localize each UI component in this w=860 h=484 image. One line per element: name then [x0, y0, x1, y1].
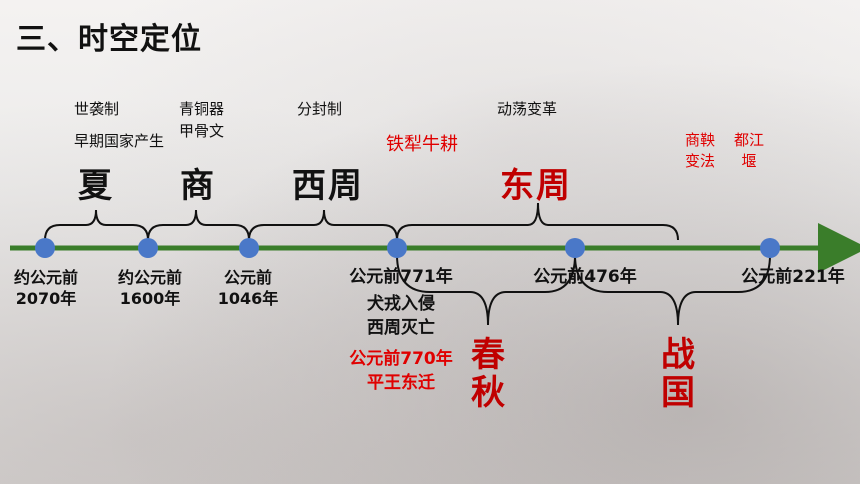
- period-xia: 夏: [78, 166, 114, 206]
- date-476bc: 公元前476年: [533, 267, 637, 287]
- note-enfeoffment: 分封制: [297, 100, 343, 118]
- timeline-node-1046bc: [239, 238, 259, 258]
- date-1600bc: 约公元前 1600年: [117, 268, 182, 308]
- brace-xia: [44, 209, 149, 241]
- date-221bc: 公元前221年: [741, 267, 845, 287]
- note-shangyang-reform: 商鞅 变法: [685, 131, 716, 170]
- period-spring-autumn: 春 秋: [471, 335, 505, 413]
- timeline-node-221bc: [760, 238, 780, 258]
- period-eastern-zhou: 东周: [500, 166, 572, 206]
- brace-warring-states: [574, 254, 771, 326]
- event-pingwang-moves-east: 公元前770年 平王东迁: [349, 349, 453, 393]
- period-western-zhou: 西周: [292, 166, 364, 206]
- period-shang: 商: [180, 166, 216, 206]
- brace-eastern-zhou: [396, 202, 679, 241]
- date-2070bc: 约公元前 2070年: [13, 268, 78, 308]
- event-quanrong-invasion: 犬戎入侵 西周灭亡: [367, 294, 435, 338]
- timeline-node-476bc: [565, 238, 585, 258]
- timeline-node-2070bc: [35, 238, 55, 258]
- note-bronze: 青铜器: [179, 100, 225, 118]
- brace-western-zhou: [248, 209, 398, 241]
- brace-spring-autumn: [396, 254, 576, 326]
- timeline-node-1600bc: [138, 238, 158, 258]
- date-1046bc: 公元前 1046年: [217, 268, 279, 308]
- note-hereditary-system: 世袭制: [74, 100, 120, 118]
- note-early-state: 早期国家产生: [74, 132, 165, 150]
- note-iron-plough: 铁犁牛耕: [386, 134, 458, 155]
- timeline-node-771bc: [387, 238, 407, 258]
- page-title: 三、时空定位: [16, 22, 202, 57]
- date-771bc: 公元前771年: [349, 267, 453, 287]
- note-turbulent-change: 动荡变革: [497, 100, 558, 118]
- note-dujiangyan: 都江 堰: [734, 131, 765, 170]
- period-warring-states: 战 国: [661, 335, 695, 413]
- note-oracle-bone: 甲骨文: [179, 122, 225, 140]
- brace-shang: [147, 209, 250, 241]
